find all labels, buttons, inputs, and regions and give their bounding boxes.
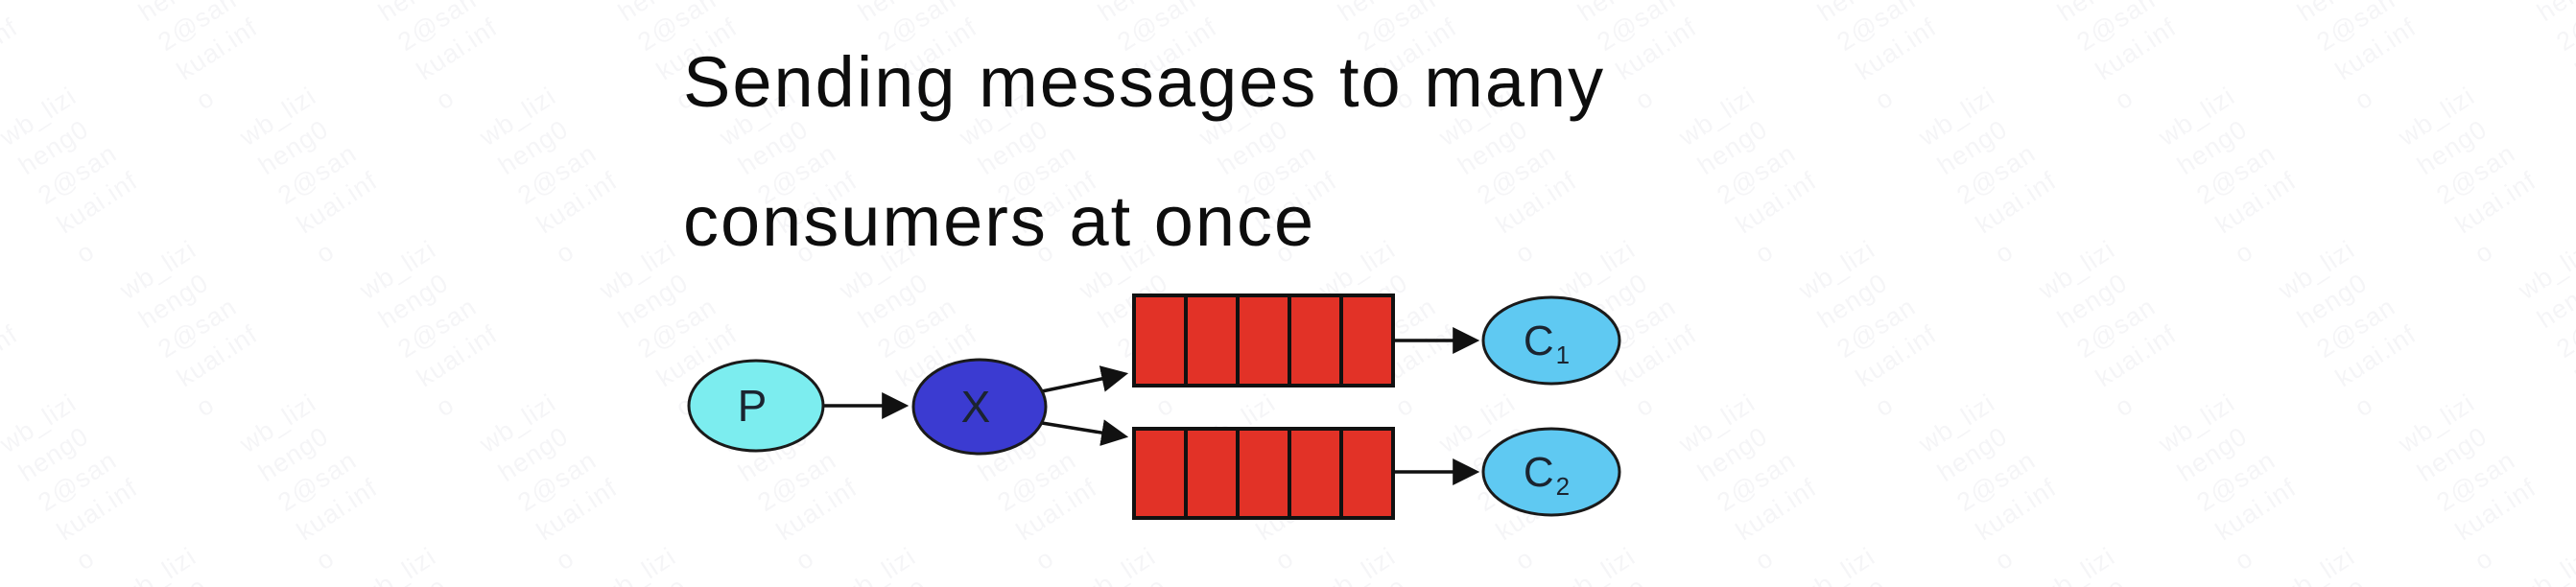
exchange-ellipse (911, 358, 1048, 456)
consumer-2-ellipse (1481, 427, 1621, 517)
producer-node: P (687, 359, 825, 453)
arrow-exchange-to-queue-2 (1041, 419, 1129, 446)
consumer-2-subscript: 2 (1556, 472, 1570, 501)
consumer-1-label: C1 (1524, 317, 1570, 369)
queue-1 (1132, 294, 1395, 387)
exchange-label: X (961, 382, 991, 432)
consumer-1-subscript: 1 (1556, 340, 1570, 369)
slide-title-line-2: consumers at once (683, 181, 1316, 261)
producer-ellipse (687, 359, 825, 453)
consumer-2-letter: C (1524, 449, 1554, 496)
exchange-node: X (911, 358, 1048, 456)
arrow-exchange-to-queue-1 (1041, 365, 1129, 393)
consumer-1-node: C1 (1481, 295, 1621, 386)
consumer-1-letter: C (1524, 317, 1554, 364)
consumer-2-label: C2 (1524, 449, 1570, 501)
slide-title-line-1: Sending messages to many (683, 42, 1606, 122)
consumer-1-ellipse (1481, 295, 1621, 386)
consumer-2-node: C2 (1481, 427, 1621, 517)
producer-label: P (738, 381, 768, 431)
queue-1-box (1132, 294, 1395, 387)
queue-2 (1132, 427, 1395, 520)
queue-2-box (1132, 427, 1395, 520)
